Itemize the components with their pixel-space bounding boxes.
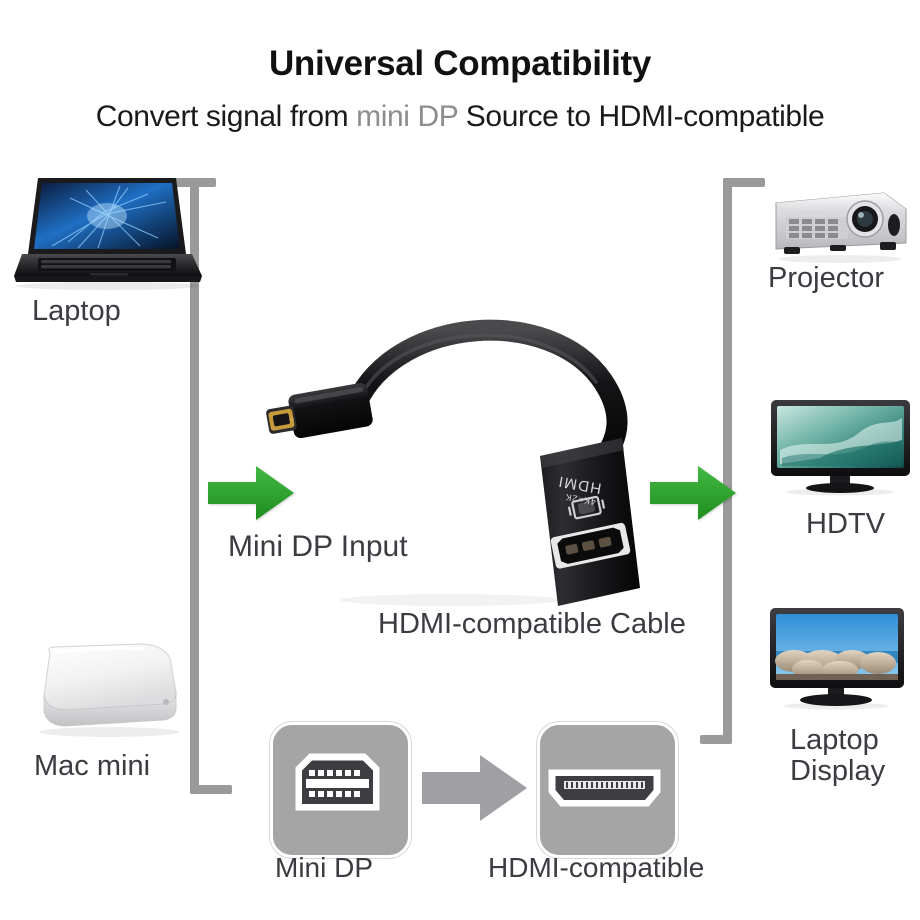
laptop-display-label-line1: Laptop bbox=[790, 724, 879, 756]
page-subtitle: Convert signal from mini DP Source to HD… bbox=[0, 100, 920, 134]
hdtv-label: HDTV bbox=[806, 508, 885, 540]
input-green-arrow-icon bbox=[206, 462, 296, 529]
hdtv-device-image bbox=[768, 396, 913, 501]
product-label: HDMI-compatible Cable bbox=[378, 608, 686, 640]
right-bracket-top-arm bbox=[723, 178, 765, 187]
mac-mini-device-image bbox=[14, 640, 199, 755]
adapter-product-image: HDMI 4K×2K bbox=[250, 288, 650, 613]
left-bracket-bottom-arm bbox=[190, 785, 232, 794]
right-bracket-vertical bbox=[723, 178, 732, 744]
mini-dp-input-label: Mini DP Input bbox=[228, 530, 408, 563]
hdmi-icon bbox=[548, 769, 661, 807]
left-bracket-vertical bbox=[190, 178, 199, 794]
subtitle-text-lead: Convert signal from bbox=[95, 100, 357, 133]
hdmi-connector-card bbox=[537, 722, 678, 858]
right-bracket-bottom-arm bbox=[700, 735, 732, 744]
laptop-display-device-image bbox=[766, 605, 908, 718]
laptop-display-label: Laptop Display bbox=[790, 725, 885, 786]
subtitle-highlight-minidp: mini DP bbox=[356, 100, 458, 133]
mac-mini-label: Mac mini bbox=[34, 750, 151, 782]
projector-device-image bbox=[762, 185, 912, 272]
laptop-display-label-line2: Display bbox=[790, 754, 886, 787]
mini-displayport-icon bbox=[295, 753, 380, 811]
laptop-device-image bbox=[8, 172, 208, 297]
laptop-label: Laptop bbox=[32, 295, 121, 327]
mini-dp-connector-label: Mini DP bbox=[275, 852, 374, 883]
hdmi-connector-label: HDMI-compatible bbox=[488, 852, 705, 883]
page-title: Universal Compatibility bbox=[268, 44, 652, 83]
subtitle-text-tail: Source to HDMI-compatible bbox=[457, 100, 825, 133]
output-green-arrow-icon bbox=[648, 462, 738, 529]
projector-label: Projector bbox=[768, 262, 885, 294]
mini-dp-connector-card bbox=[270, 722, 411, 858]
conversion-arrow-icon bbox=[420, 752, 530, 829]
